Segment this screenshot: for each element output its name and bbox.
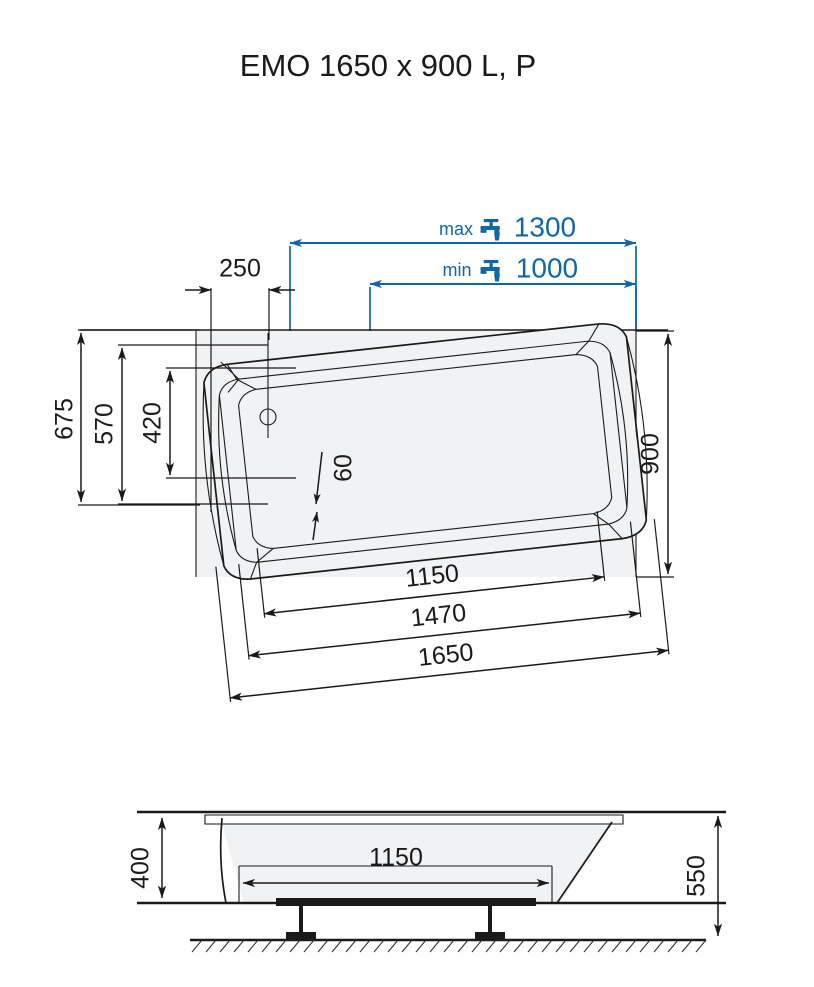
dimension-400-label: 400 xyxy=(127,847,155,889)
dim-1650-arrow xyxy=(229,647,669,701)
support-legs xyxy=(286,906,505,940)
dim-60-arrow-down xyxy=(313,451,323,505)
section-base-rail xyxy=(276,898,536,906)
drain-circle xyxy=(259,408,277,426)
dimension-420-label: 420 xyxy=(139,402,167,444)
section-rim-fill xyxy=(205,815,623,824)
tub-fold-br2 xyxy=(593,513,609,525)
dimension-550-label: 550 xyxy=(683,855,711,897)
dimension-section-1150-label: 1150 xyxy=(369,844,423,872)
faucet-icon xyxy=(480,219,500,241)
faucet-icon xyxy=(480,260,500,282)
ground-line xyxy=(190,938,707,953)
section-view: 400 1150 550 xyxy=(127,810,726,953)
tub-fold-tr2 xyxy=(575,340,590,355)
dimension-60-label: 60 xyxy=(330,454,358,482)
dim-1470-ext-left xyxy=(238,564,250,660)
tub-right-bulge-inner xyxy=(609,352,629,508)
tub-fold-bl xyxy=(249,562,258,580)
ground-hatching xyxy=(191,939,707,953)
dimension-550: 550 xyxy=(683,815,723,937)
tub-fold-tl xyxy=(226,364,238,380)
tub-fold-bl2 xyxy=(256,547,274,563)
leg-left-foot xyxy=(286,932,316,940)
plan-view: 250 675 570 420 60 xyxy=(51,255,674,702)
leg-left-post xyxy=(299,906,303,934)
section-rim-outline xyxy=(204,814,624,825)
page-title: EMO 1650 x 900 L, P xyxy=(240,48,536,83)
dimension-min-value: 1000 xyxy=(516,252,578,283)
dimension-1150-label: 1150 xyxy=(404,559,460,593)
tub-fold-tl2 xyxy=(236,378,257,390)
dim-1150-arrow xyxy=(263,574,605,617)
dimension-250-label: 250 xyxy=(219,255,261,283)
dimension-420: 420 xyxy=(139,367,296,479)
leg-right-foot xyxy=(475,932,505,940)
dimension-1650: 1650 xyxy=(215,519,670,702)
tub-left-bulge xyxy=(202,382,225,566)
dimension-900: 900 xyxy=(636,330,674,578)
dim-1150-ext-left xyxy=(256,548,266,618)
dimension-570-label: 570 xyxy=(91,403,119,445)
dimension-570: 570 xyxy=(91,344,268,505)
bottom-dimension-stack: 1150 1470 1650 xyxy=(215,511,670,702)
tub-right-bulge xyxy=(625,336,648,520)
dimension-675: 675 xyxy=(51,329,200,506)
dimension-1470-label: 1470 xyxy=(409,599,467,633)
drain-symbol xyxy=(259,333,277,438)
dimension-max-1300: max 1300 xyxy=(289,211,637,332)
dimension-min-1000: min 1000 xyxy=(369,252,637,332)
dim-1470-ext-right xyxy=(629,521,642,618)
dimension-400: 400 xyxy=(127,817,167,899)
dimension-1150: 1150 xyxy=(256,511,606,618)
dim-60-arrow-up xyxy=(312,511,319,541)
dimension-max-prefix: max xyxy=(439,219,473,239)
dim-1150-ext-right xyxy=(596,511,606,581)
leg-right-post xyxy=(488,906,492,934)
tub-left-bulge-inner xyxy=(218,395,237,551)
dimension-section-1150: 1150 xyxy=(242,844,550,888)
dimension-900-label: 900 xyxy=(637,433,665,475)
dimension-min-prefix: min xyxy=(442,260,471,280)
dim-1650-ext-right xyxy=(653,519,670,655)
blue-dimension-group: max 1300 min xyxy=(289,211,637,332)
dimension-max-value: 1300 xyxy=(514,211,576,242)
dim-1650-ext-left xyxy=(215,566,232,702)
dimension-60: 60 xyxy=(312,451,358,541)
section-right-wall xyxy=(556,821,613,904)
dimension-250: 250 xyxy=(185,255,295,512)
tub-fold-br xyxy=(608,523,623,540)
section-left-wall xyxy=(219,817,227,904)
dimension-1650-label: 1650 xyxy=(417,638,475,672)
tub-fold-tr xyxy=(588,323,600,342)
dimension-675-label: 675 xyxy=(51,398,79,440)
